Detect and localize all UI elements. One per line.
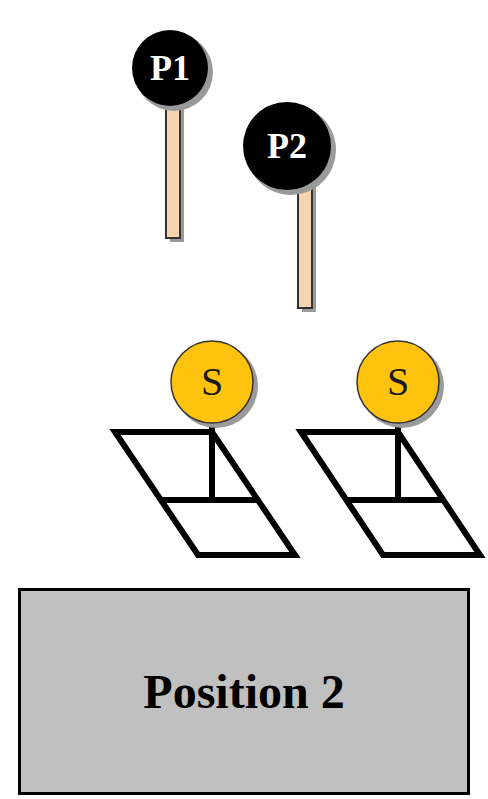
- circle-fill: [171, 341, 253, 423]
- stick: [298, 180, 312, 308]
- node-label: Position 2: [143, 668, 344, 716]
- stand: [115, 420, 295, 555]
- marker-circle: P2: [242, 101, 332, 191]
- circle-fill: [132, 30, 208, 106]
- node-label: P2: [267, 128, 307, 164]
- circle-fill: [357, 341, 439, 423]
- node-label: S: [201, 362, 223, 402]
- marker-circle: P1: [131, 29, 209, 107]
- node-label: P1: [150, 50, 190, 86]
- node-label: S: [387, 362, 409, 402]
- position-box: Position 2: [18, 588, 470, 795]
- seat-circle: S: [170, 340, 254, 424]
- stick: [166, 100, 180, 238]
- stand: [301, 420, 480, 555]
- circle-fill: [243, 102, 331, 190]
- seat-circle: S: [356, 340, 440, 424]
